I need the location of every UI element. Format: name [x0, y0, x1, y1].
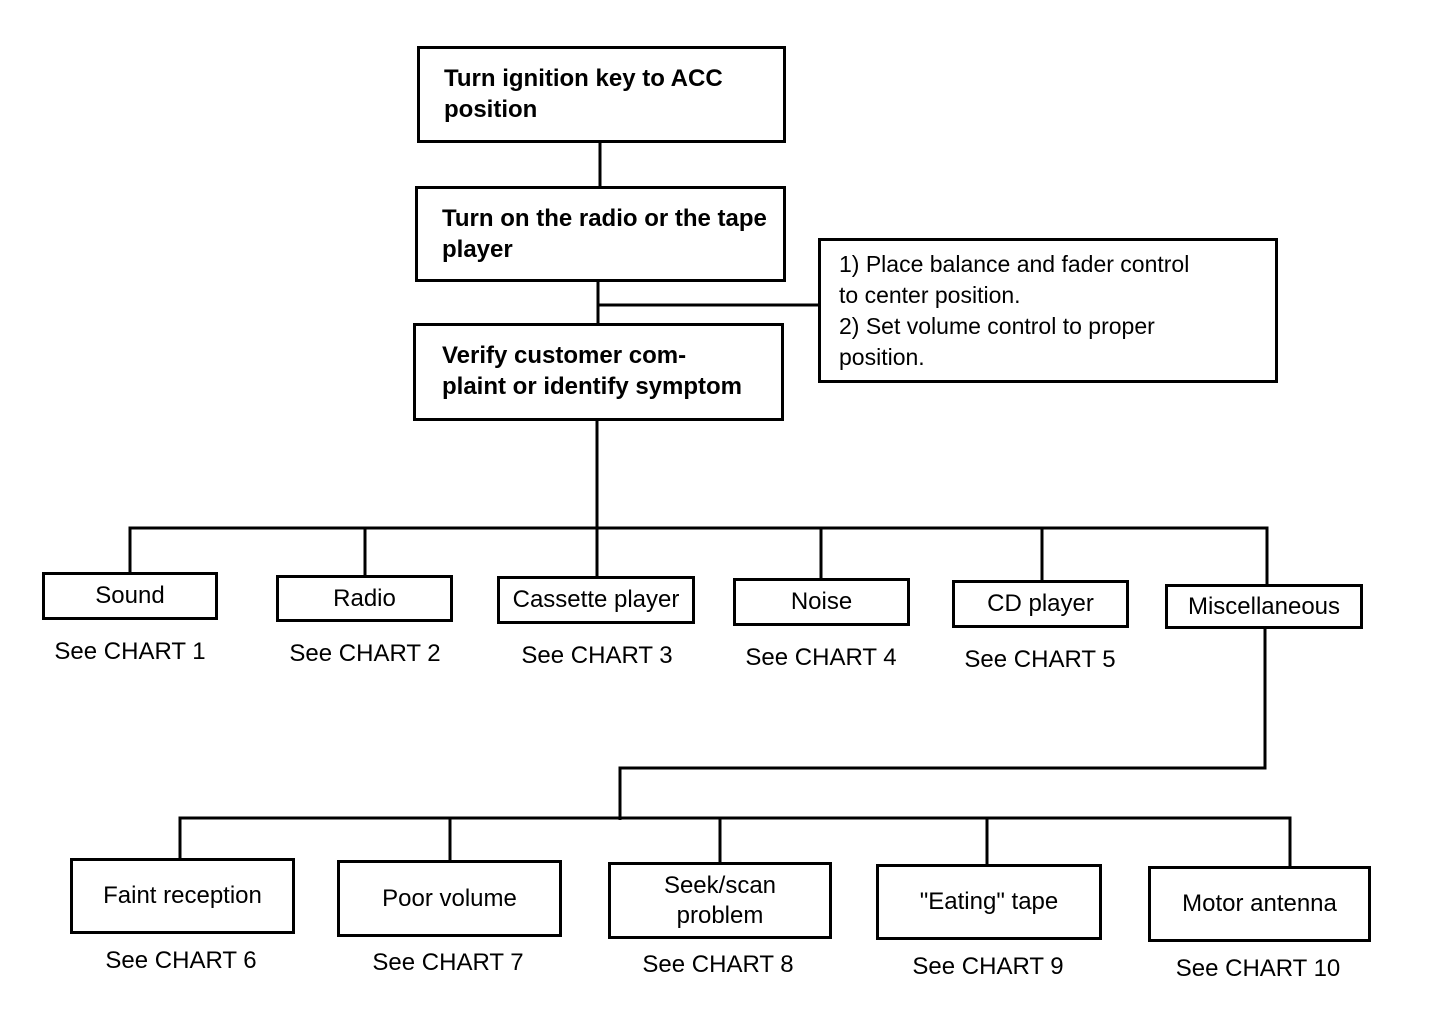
symptom-radio-label: Radio [333, 584, 396, 612]
step-verify-complaint: Verify customer com- plaint or identify … [413, 323, 784, 421]
step-ignition-acc-text: Turn ignition key to ACC position [444, 65, 723, 123]
symptom-sound: Sound [42, 572, 218, 620]
symptom-miscellaneous-label: Miscellaneous [1187, 592, 1341, 620]
symptom-cd-player-ref: See CHART 5 [964, 646, 1116, 673]
misc-faint-reception-label: Faint reception [103, 882, 262, 909]
note-item-2-line-1: 2) Set volume control to proper [839, 313, 1155, 339]
step-verify-line-2: plaint or identify symptom [442, 373, 743, 400]
symptom-cassette-player: Cassette player [497, 576, 695, 624]
symptom-sound-label: Sound [95, 582, 165, 609]
note-item-2: 2) Set volume control to proper position… [839, 311, 1275, 373]
misc-seek-scan-label-1: Seek/scan [663, 871, 777, 899]
symptom-miscellaneous: Miscellaneous [1165, 584, 1363, 629]
symptom-noise-label: Noise [790, 588, 853, 615]
step-turn-on-radio: Turn on the radio or the tape player [415, 186, 786, 282]
symptom-noise: Noise [733, 578, 910, 626]
symptom-radio: Radio [276, 575, 453, 622]
symptom-cassette-player-ref: See CHART 3 [521, 642, 673, 669]
note-item-1-line-1: 1) Place balance and fader control [839, 251, 1190, 277]
step-ignition-acc: Turn ignition key to ACC position [417, 46, 786, 143]
step-turn-on-radio-text: Turn on the radio or the tape player [442, 205, 767, 263]
symptom-noise-ref: See CHART 4 [745, 644, 897, 671]
note-item-1: 1) Place balance and fader control to ce… [839, 249, 1275, 311]
misc-seek-scan-ref: See CHART 8 [642, 951, 794, 978]
misc-poor-volume-label: Poor volume [382, 884, 517, 912]
preparation-note: 1) Place balance and fader control to ce… [818, 238, 1278, 383]
symptom-radio-ref: See CHART 2 [289, 640, 441, 667]
symptom-cassette-player-label: Cassette player [512, 586, 680, 613]
misc-eating-tape-ref: See CHART 9 [912, 953, 1064, 980]
misc-poor-volume: Poor volume [337, 860, 562, 937]
symptom-sound-ref: See CHART 1 [54, 638, 206, 665]
misc-faint-reception-ref: See CHART 6 [105, 947, 257, 974]
note-item-1-line-2: to center position. [839, 282, 1021, 308]
misc-faint-reception: Faint reception [70, 858, 295, 934]
misc-eating-tape-label: "Eating" tape [919, 888, 1059, 915]
misc-seek-scan-problem: Seek/scan problem [608, 862, 832, 939]
misc-seek-scan-label-2: problem [676, 901, 764, 929]
note-item-2-line-2: position. [839, 344, 925, 370]
misc-eating-tape: "Eating" tape [876, 864, 1102, 940]
symptom-cd-player: CD player [952, 580, 1129, 628]
misc-poor-volume-ref: See CHART 7 [372, 949, 524, 976]
misc-motor-antenna-label: Motor antenna [1182, 890, 1337, 917]
misc-motor-antenna: Motor antenna [1148, 866, 1371, 942]
step-verify-line-1: Verify customer com- [442, 342, 687, 369]
misc-motor-antenna-ref: See CHART 10 [1175, 955, 1341, 982]
symptom-cd-player-label: CD player [987, 590, 1094, 617]
